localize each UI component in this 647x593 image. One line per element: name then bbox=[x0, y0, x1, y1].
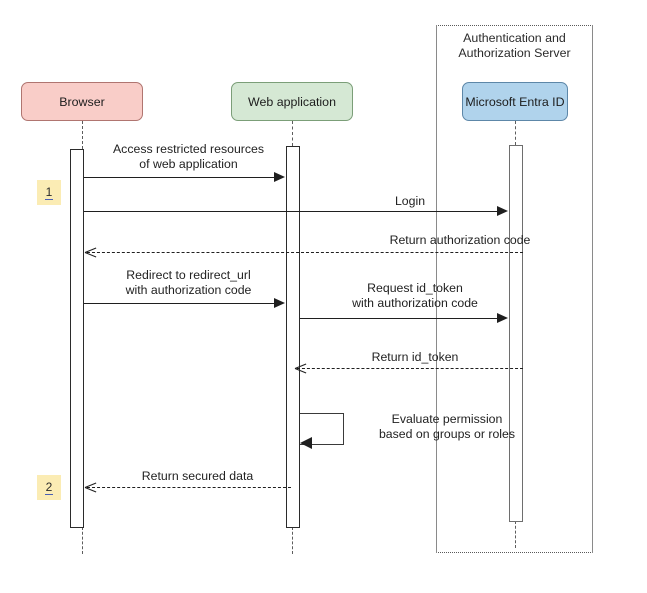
message-label-4: Redirect to redirect_url with authorizat… bbox=[125, 268, 252, 297]
message-line-4 bbox=[84, 303, 274, 304]
lifeline-browser-top bbox=[82, 121, 83, 149]
arrowhead-right-icon-1 bbox=[274, 172, 285, 182]
arrowhead-left-icon-3 bbox=[85, 247, 96, 258]
message-line-5 bbox=[300, 318, 497, 319]
participant-microsoft-entra-id-label: Microsoft Entra ID bbox=[465, 94, 565, 109]
step-marker-1[interactable]: 1 bbox=[37, 180, 61, 205]
boundary-right-edge bbox=[592, 25, 593, 553]
arrowhead-right-icon-5 bbox=[497, 313, 508, 323]
step-marker-1-label: 1 bbox=[44, 184, 54, 200]
boundary-left-edge bbox=[436, 25, 437, 553]
message-line-1 bbox=[84, 177, 274, 178]
arrowhead-right-icon-4 bbox=[274, 298, 285, 308]
step-marker-2[interactable]: 2 bbox=[37, 475, 61, 500]
participant-microsoft-entra-id[interactable]: Microsoft Entra ID bbox=[462, 82, 568, 121]
self-message-loop-7 bbox=[300, 413, 344, 445]
lifeline-microsoft-entra-id-top bbox=[515, 121, 516, 145]
lifeline-web-application-top bbox=[292, 121, 293, 146]
message-label-1: Access restricted resources of web appli… bbox=[112, 142, 265, 171]
arrowhead-left-icon-8 bbox=[85, 482, 96, 493]
message-label-8: Return secured data bbox=[141, 469, 254, 483]
participant-web-application[interactable]: Web application bbox=[231, 82, 353, 121]
participant-browser[interactable]: Browser bbox=[21, 82, 143, 121]
arrowhead-right-icon-2 bbox=[497, 206, 508, 216]
lifeline-microsoft-entra-id-bottom bbox=[515, 521, 516, 548]
message-label-6: Return id_token bbox=[371, 350, 459, 364]
message-label-3: Return authorization code bbox=[389, 233, 531, 247]
message-line-3 bbox=[87, 252, 523, 253]
message-label-2: Login bbox=[394, 194, 426, 208]
participant-web-application-label: Web application bbox=[248, 94, 336, 109]
participant-browser-label: Browser bbox=[59, 94, 105, 109]
activation-bar-web-application bbox=[286, 146, 300, 528]
activation-bar-microsoft-entra-id bbox=[509, 145, 523, 522]
auth-server-boundary-label: Authentication and Authorization Server bbox=[458, 31, 571, 60]
lifeline-browser-bottom bbox=[82, 527, 83, 554]
message-label-7: Evaluate permission based on groups or r… bbox=[378, 412, 516, 441]
arrowhead-left-icon-6 bbox=[295, 363, 306, 374]
message-label-5: Request id_token with authorization code bbox=[352, 281, 478, 310]
step-marker-2-label: 2 bbox=[44, 479, 54, 495]
message-line-2 bbox=[84, 211, 497, 212]
lifeline-web-application-bottom bbox=[292, 527, 293, 554]
activation-bar-browser bbox=[70, 149, 84, 528]
message-line-6 bbox=[297, 368, 523, 369]
arrowhead-left-icon-7 bbox=[300, 437, 312, 449]
message-line-8 bbox=[87, 487, 291, 488]
